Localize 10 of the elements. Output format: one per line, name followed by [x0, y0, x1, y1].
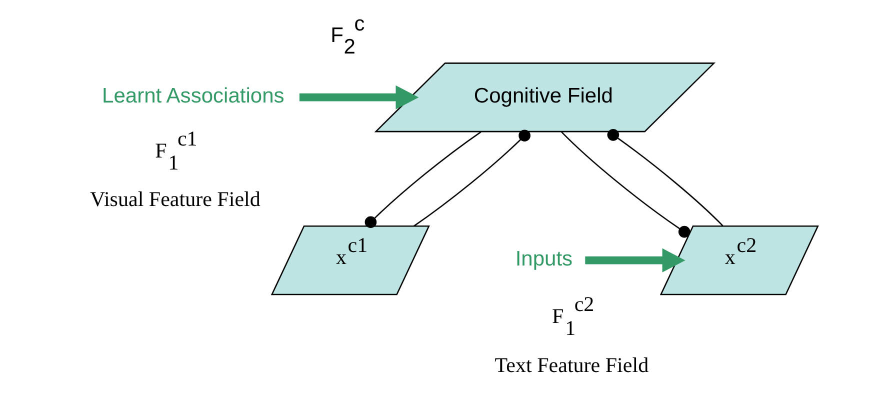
node-label: Visual Feature Field — [90, 187, 260, 212]
connector — [560, 131, 690, 238]
connector — [413, 130, 530, 227]
node-text: Inputs — [514, 247, 572, 270]
connector — [364, 131, 481, 228]
arrow — [584, 248, 685, 272]
connector — [606, 129, 723, 226]
node-text: Learnt Associations — [102, 84, 284, 108]
arrow — [298, 85, 418, 110]
node-label: Text Feature Field — [494, 352, 648, 377]
